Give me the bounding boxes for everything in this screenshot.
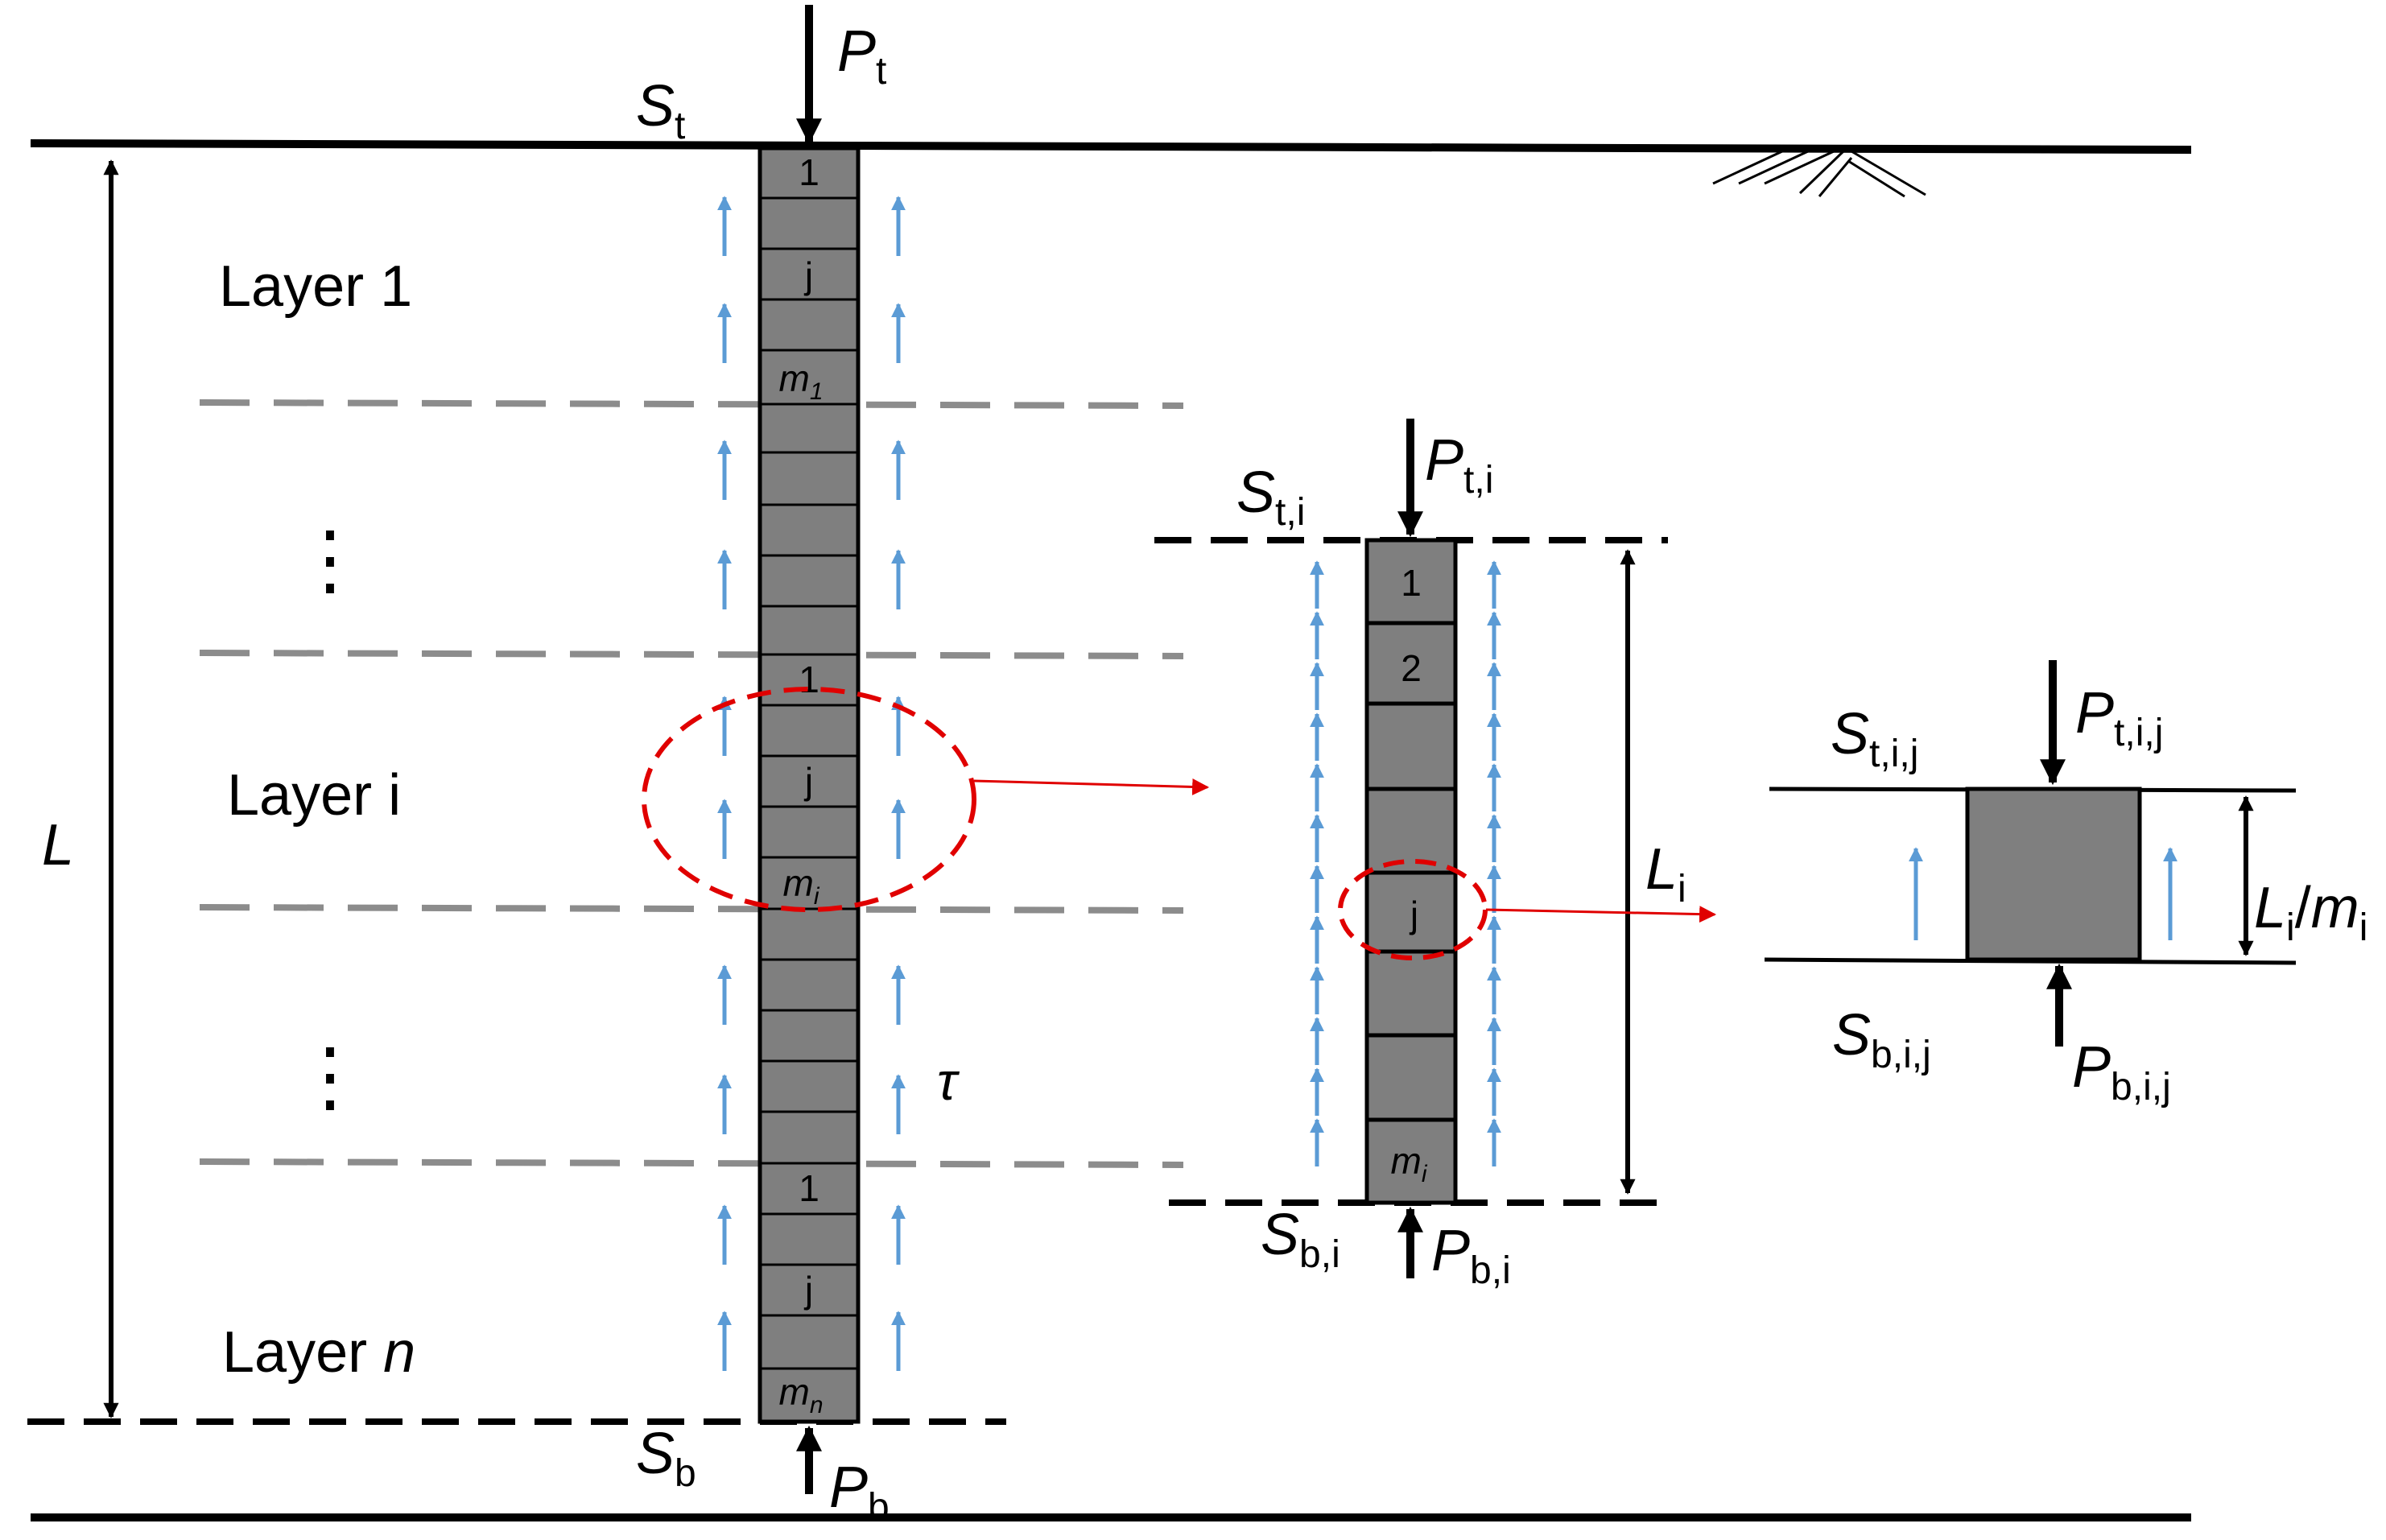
shear-stress-label: τ [937, 1051, 960, 1111]
segment-label: 1 [799, 1167, 819, 1209]
layer-bottom-load-label: Pb,i [1431, 1219, 1511, 1292]
segment-label: j [803, 1269, 813, 1311]
segment-label: j [1409, 894, 1418, 935]
pile-length-label: L [42, 813, 74, 877]
element-bottom-load-label: Pb,i,j [2072, 1035, 2171, 1109]
bottom-displacement-label: Sb [636, 1422, 696, 1495]
bottom-load-label: Pb [829, 1455, 890, 1529]
layer-pile-segment-lines [1367, 621, 1455, 1122]
element-zoom-marker [1338, 859, 1488, 960]
layer-divider-line [199, 1158, 1184, 1168]
segment-label: 1 [799, 659, 819, 700]
layer-label: Layer n [222, 1320, 415, 1385]
segment-label: j [803, 254, 813, 296]
layer-bottom-displacement-label: Sb,i [1261, 1203, 1340, 1276]
main-pile-segment-lines [760, 196, 858, 1370]
segment-label: j [803, 760, 813, 802]
segment-label-last: mi [783, 862, 820, 910]
ellipsis-icon: ⋮ [291, 517, 369, 603]
layer-length-label: Li [1645, 837, 1686, 910]
element-block [1965, 787, 2142, 962]
layer-divider-line [199, 650, 1184, 659]
element-top-displacement-label: St,i,j [1831, 702, 1918, 775]
layer-divider-line [199, 904, 1184, 914]
segment-label-last: mn [778, 1371, 823, 1418]
layer-zoom-connector [973, 778, 1210, 795]
ellipsis-icon: ⋮ [291, 1034, 369, 1120]
main-pile [757, 146, 861, 1424]
segment-label: 2 [1401, 647, 1422, 689]
layer-label: Layer 1 [219, 254, 412, 319]
layer-shear-arrows [1310, 560, 1501, 1166]
segment-label: 1 [799, 151, 819, 193]
ground-hatch-icon [1712, 150, 1926, 198]
layer-dividers [199, 399, 1184, 1168]
element-zoom-connector [1485, 906, 1717, 923]
element-top-load-label: Pt,i,j [2075, 681, 2163, 754]
layer-label: Layer i [227, 763, 401, 828]
top-displacement-label: St [636, 74, 685, 147]
layer-divider-line [199, 399, 1184, 409]
layer-zoom-marker [642, 687, 976, 912]
segment-label: 1 [1401, 562, 1422, 604]
element-bottom-displacement-label: Sb,i,j [1832, 1003, 1931, 1076]
ground-surface-line [30, 139, 2192, 154]
layer-top-load-label: Pt,i [1425, 428, 1493, 502]
segment-label-last: mi [1391, 1140, 1428, 1187]
layer-top-displacement-label: St,i [1236, 460, 1305, 534]
top-load-label: Pt [837, 19, 886, 93]
segment-label-last: m1 [778, 357, 823, 405]
element-length-label: Li/mi [2254, 876, 2367, 949]
